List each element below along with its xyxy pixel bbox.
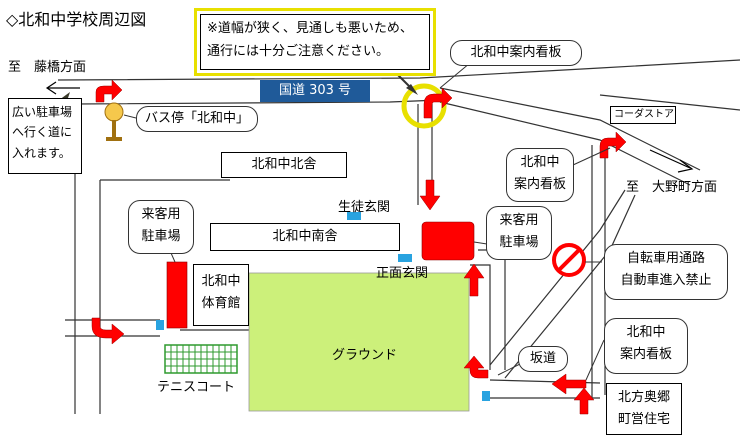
road-line — [74, 99, 441, 105]
direction-onomachi: 至 大野町方面 — [626, 180, 718, 195]
turn-arrow-icon — [599, 131, 627, 159]
callout-line: 北和中 — [520, 155, 560, 170]
note-line: 入れます。 — [12, 145, 71, 160]
tennis-net-icon — [165, 345, 237, 373]
gym-line: 北和中 — [201, 274, 241, 289]
notice-line: 通行には十分ご注意ください。 — [207, 43, 390, 59]
road-line — [599, 94, 740, 111]
visitor-parking-left — [166, 261, 188, 329]
label-front-entrance: 正面玄関 — [376, 266, 429, 281]
building-south: 北和中南舎 — [210, 223, 400, 251]
up-arrow-icon — [463, 263, 485, 297]
callout-bike-path: 自転車用通路 自動車進入禁止 — [604, 244, 728, 300]
route-label: 国道 303 号 — [260, 80, 370, 102]
callout-line: 来客用 — [499, 213, 539, 228]
visitor-parking-right — [421, 221, 475, 261]
label-student-entrance: 生徒玄関 — [338, 200, 391, 215]
building-gym: 北和中 体育館 — [193, 264, 249, 326]
callout-sign-bottom: 北和中 案内看板 — [604, 318, 688, 374]
notice-line: ※道幅が狭く、見通しも悪いため、 — [207, 21, 413, 36]
building-north: 北和中北舎 — [221, 152, 347, 178]
road-line — [439, 101, 691, 186]
callout-line: 自動車進入禁止 — [620, 273, 712, 289]
page-title: ◇北和中学校周辺図 — [6, 10, 147, 29]
note-line: へ行く道に — [12, 125, 73, 140]
callout-line: 来客用 — [141, 207, 181, 222]
up-arrow-icon — [573, 387, 595, 415]
caution-notice: ※道幅が狭く、見通しも悪いため、 通行には十分ご注意ください。 — [194, 8, 436, 76]
road-line — [470, 264, 491, 370]
no-entry-slash-icon — [557, 248, 581, 272]
direction-arrows — [45, 81, 694, 173]
callout-visitor-right: 来客用 駐車場 — [486, 206, 552, 260]
bus-stop-pole-icon — [112, 120, 116, 138]
student-entrance-marker — [347, 212, 361, 220]
down-arrow-icon — [419, 179, 441, 211]
parking-note: 広い駐車場 へ行く道に 入れます。 — [8, 98, 82, 174]
callout-line: 自転車用通路 — [626, 251, 705, 266]
turn-arrow-icon — [463, 355, 489, 379]
bus-stop-base-icon — [106, 137, 122, 141]
label-tennis-court: テニスコート — [157, 380, 236, 395]
callout-slope: 坂道 — [518, 346, 568, 372]
arrow-west-head-icon — [45, 81, 57, 95]
building-store: コーダストア — [610, 106, 676, 124]
callout-line: 案内看板 — [513, 177, 566, 193]
notice-pointer-head — [406, 84, 418, 95]
front-entrance-marker — [398, 254, 412, 262]
callout-line: 案内看板 — [619, 347, 672, 363]
building-housing: 北方奥郷 町営住宅 — [606, 383, 682, 435]
housing-line: 町営住宅 — [617, 412, 670, 428]
bus-stop-icon — [104, 102, 124, 122]
road-line — [57, 59, 740, 81]
left-arrow-icon — [551, 373, 587, 395]
turn-arrow-icon — [423, 87, 453, 119]
arrow-east-icon — [649, 149, 691, 169]
label-ground: グラウンド — [332, 348, 398, 363]
callout-line: 駐車場 — [141, 229, 181, 245]
callout-sign-right: 北和中 案内看板 — [506, 148, 574, 202]
direction-fujihashi: 至 藤橋方面 — [8, 60, 87, 75]
housing-line: 北方奥郷 — [617, 390, 670, 405]
turn-arrow-icon — [95, 79, 123, 103]
callout-line: 北和中 — [626, 325, 666, 340]
south-entrance-marker — [482, 391, 490, 401]
turn-arrow-icon — [91, 317, 125, 345]
note-line: 広い駐車場 — [12, 105, 73, 119]
road-line — [489, 189, 626, 366]
callout-sign-top: 北和中案内看板 — [450, 40, 582, 66]
red-route-arrows — [91, 79, 627, 415]
side-entrance-marker — [156, 320, 164, 330]
ground-field — [248, 272, 470, 412]
road-line — [439, 87, 701, 171]
gym-line: 体育館 — [201, 296, 241, 312]
callout-visitor-left: 来客用 駐車場 — [128, 200, 194, 254]
callout-bus-stop: バス停「北和中」 — [136, 106, 258, 132]
arrow-east-head-icon — [677, 159, 694, 173]
callout-line: 駐車場 — [499, 235, 539, 251]
